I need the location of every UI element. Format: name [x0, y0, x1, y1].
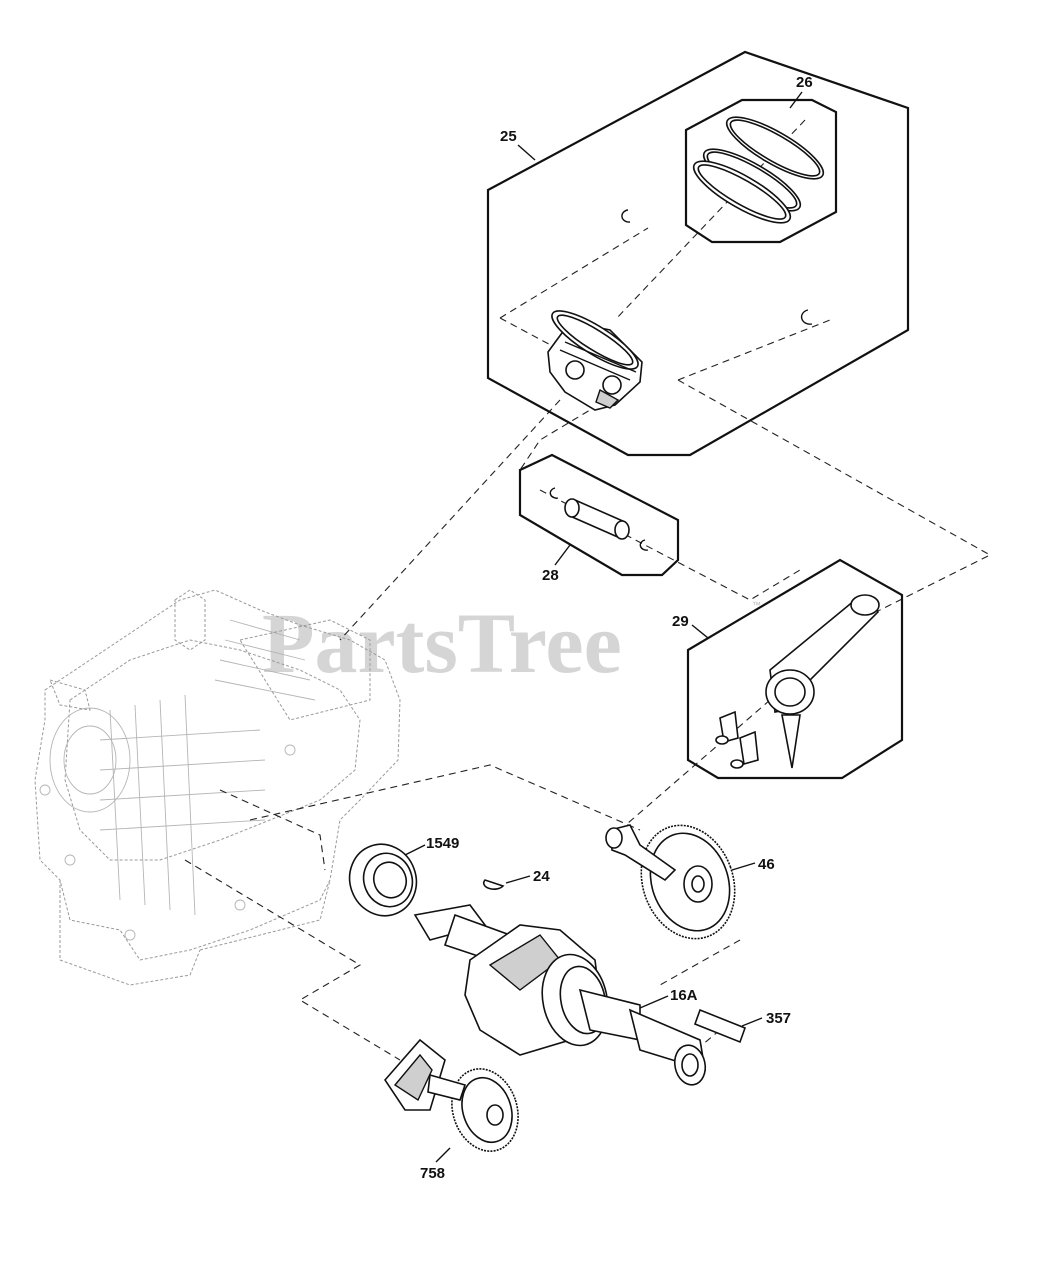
callout-357[interactable]: 357 [766, 1010, 791, 1027]
piston-assembly-outline [486, 50, 910, 457]
callout-16a[interactable]: 16A [670, 987, 698, 1004]
callout-28[interactable]: 28 [542, 567, 559, 584]
wrist-pin [549, 487, 649, 551]
callout-46[interactable]: 46 [758, 856, 775, 873]
bearing [348, 843, 418, 917]
connecting-rod [715, 594, 880, 769]
woodruff-key [482, 879, 505, 890]
engine-block-ghost [34, 589, 401, 986]
callout-29[interactable]: 29 [672, 613, 689, 630]
connecting-rod-outline [686, 558, 904, 780]
assembly-lines [184, 119, 992, 1061]
callout-24[interactable]: 24 [533, 868, 550, 885]
wrist-pin-outline [518, 453, 680, 577]
camshaft-gear [605, 824, 736, 940]
piston-rings [692, 116, 825, 224]
piston-circlip-right [800, 309, 813, 325]
crank-key [693, 1008, 747, 1044]
callout-leaders [404, 91, 803, 1163]
callout-1549[interactable]: 1549 [426, 835, 459, 852]
piston [547, 310, 643, 411]
callout-758[interactable]: 758 [420, 1165, 445, 1182]
piston-rings-outline [684, 98, 838, 244]
watermark-text: PartsTree [262, 595, 622, 691]
watermark-trademark: ™ [752, 600, 761, 610]
governor-gear [383, 1038, 519, 1152]
callout-25[interactable]: 25 [500, 128, 517, 145]
callout-26[interactable]: 26 [796, 74, 813, 91]
crankshaft [413, 904, 707, 1086]
piston-circlip-left [621, 209, 631, 223]
